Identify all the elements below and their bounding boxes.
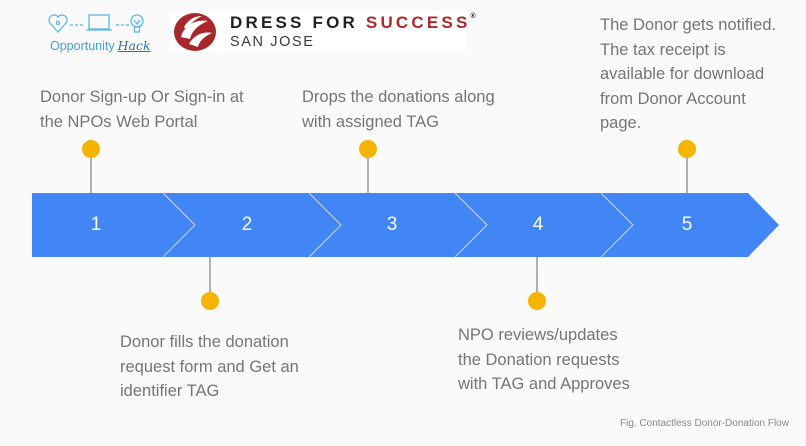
- figure-caption: Fig. Contactless Donor-Donation Flow: [620, 418, 789, 429]
- dress-for-success-logo: DRESS FOR SUCCESS® SAN JOSE: [170, 11, 476, 52]
- oh-hack-text: Hack: [117, 38, 151, 53]
- registered-mark: ®: [470, 13, 476, 20]
- step-number-3: 3: [386, 214, 398, 235]
- step-number-5: 5: [681, 214, 693, 235]
- dfs-subtitle: SAN JOSE: [230, 34, 315, 50]
- milestone-dot-3: [359, 140, 377, 158]
- milestone-dot-1: [82, 140, 100, 158]
- step-description-1: Donor Sign-up Or Sign-in at the NPOs Web…: [40, 88, 244, 131]
- arrow-segment-2: [163, 193, 341, 257]
- step-description-5: The Donor gets notified. The tax receipt…: [600, 16, 777, 132]
- milestone-dots: [82, 140, 696, 310]
- dfs-swirl-icon: [174, 13, 216, 51]
- dfs-word-success: SUCCESS: [365, 13, 471, 32]
- oh-label-text: Opportunity: [50, 39, 115, 53]
- step-number-4: 4: [532, 214, 544, 235]
- dfs-wordmark: DRESS FOR SUCCESS®: [230, 13, 476, 33]
- milestone-dot-5: [678, 140, 696, 158]
- arrow-segment-1: [32, 193, 195, 257]
- arrow-segment-3: [309, 193, 487, 257]
- step-description-4: NPO reviews/updates the Donation request…: [458, 326, 630, 393]
- step-description-3: Drops the donations along with assigned …: [302, 88, 495, 131]
- step-number-1: 1: [90, 214, 102, 235]
- heart-laptop-lightbulb-icon: [48, 14, 144, 33]
- step-number-2: 2: [241, 214, 253, 235]
- arrow-segment-4: [455, 193, 633, 257]
- arrow-segments: [32, 192, 779, 258]
- milestone-dot-2: [201, 292, 219, 310]
- arrow-segment-5: [601, 193, 779, 257]
- dfs-word-dress-for: DRESS FOR: [230, 13, 366, 32]
- step-description-2: Donor fills the donation request form an…: [120, 333, 299, 400]
- milestone-dot-4: [528, 292, 546, 310]
